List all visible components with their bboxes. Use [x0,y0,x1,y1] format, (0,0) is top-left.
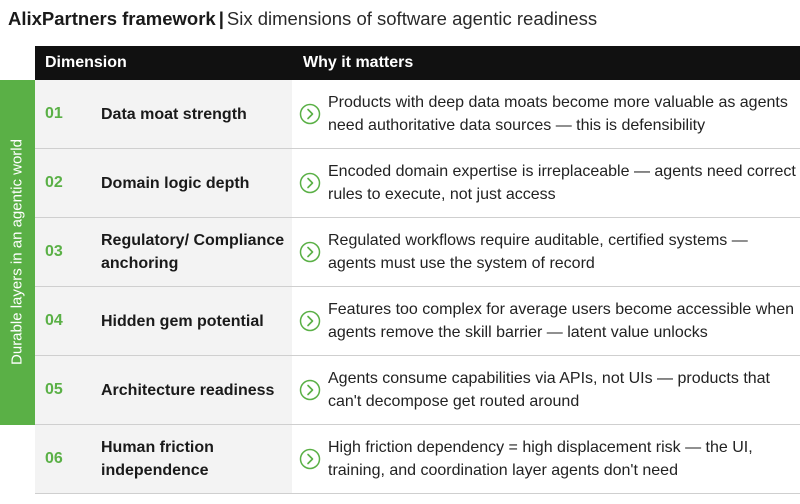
chevron-circle-right-icon [299,448,321,470]
row-dimension: Architecture readiness [101,381,275,399]
row-number: 05 [45,381,63,398]
chevron-circle-right-icon [299,379,321,401]
page-title: AlixPartners framework|Six dimensions of… [8,6,597,32]
chevron-circle-right-icon [299,103,321,125]
row-dimension: Hidden gem potential [101,312,264,330]
row-dimension: Regulatory/ Compliance anchoring [101,232,285,272]
table-header: Dimension Why it matters [35,46,800,80]
row-number: 04 [45,312,63,329]
row-left-cell [35,218,292,286]
chevron-circle-right-icon [299,310,321,332]
row-dimension: Data moat strength [101,105,247,123]
table-row: 05 Architecture readiness Agents consume… [35,356,800,425]
chevron-circle-right-icon [299,172,321,194]
title-brand: AlixPartners framework [8,8,216,29]
row-number: 01 [45,105,63,122]
row-why: Features too complex for average users b… [328,301,795,341]
row-left-cell [35,80,292,148]
table-row: 02 Domain logic depth Encoded domain exp… [35,149,800,218]
table-row: 04 Hidden gem potential Features too com… [35,287,800,356]
row-why: Encoded domain expertise is irreplaceabl… [328,163,796,203]
row-why: High friction dependency = high displace… [328,439,753,479]
row-left-cell [35,356,292,424]
row-left-cell [35,425,292,493]
chevron-circle-right-icon [299,241,321,263]
row-left-cell [35,149,292,217]
dimension-table: 01 Data moat strength Products with deep… [35,80,800,494]
title-separator: | [218,8,224,29]
row-number: 03 [45,243,63,260]
header-why-it-matters: Why it matters [303,54,414,71]
title-subtitle: Six dimensions of software agentic readi… [226,8,598,29]
header-dimension: Dimension [45,54,127,71]
table-row: 03 Regulatory/ Compliance anchoring Regu… [35,218,800,287]
row-dimension: Domain logic depth [101,174,250,192]
side-label: Durable layers in an agentic world [8,139,26,365]
row-number: 06 [45,450,63,467]
row-why: Regulated workflows require auditable, c… [328,232,748,272]
side-label-bar [0,80,35,425]
row-why: Products with deep data moats become mor… [328,94,788,134]
row-left-cell [35,287,292,355]
table-row: 06 Human friction independence High fric… [35,425,800,494]
table-row: 01 Data moat strength Products with deep… [35,80,800,149]
row-dimension: Human friction independence [101,439,214,479]
row-number: 02 [45,174,63,191]
row-why: Agents consume capabilities via APIs, no… [328,370,770,410]
